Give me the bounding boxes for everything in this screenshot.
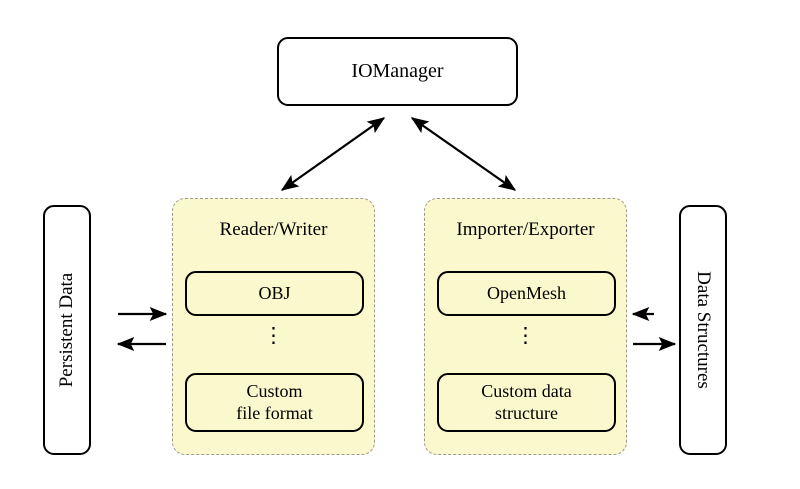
importer-exporter-ellipsis-icon: ⋮ — [515, 323, 536, 347]
data-structures-node[interactable]: Data Structures — [679, 205, 727, 455]
data-structures-label: Data Structures — [693, 271, 714, 389]
reader-writer-group-title: Reader/Writer — [219, 219, 328, 240]
reader-writer-group[interactable]: Reader/Writer OBJ ⋮ Custom file format — [172, 198, 375, 455]
custom-file-format-line2: file format — [236, 402, 313, 423]
openmesh-node[interactable]: OpenMesh — [437, 271, 616, 316]
io-manager-label: IOManager — [351, 59, 444, 82]
custom-file-format-label: Custom file format — [236, 381, 312, 425]
obj-node[interactable]: OBJ — [185, 271, 364, 316]
reader-writer-ellipsis-icon: ⋮ — [263, 323, 284, 347]
persistent-data-node[interactable]: Persistent Data — [43, 205, 91, 455]
importer-exporter-group[interactable]: Importer/Exporter OpenMesh ⋮ Custom data… — [424, 198, 627, 455]
custom-data-structure-line1: Custom data — [481, 380, 572, 401]
custom-file-format-node[interactable]: Custom file format — [185, 373, 364, 432]
obj-node-label: OBJ — [258, 282, 291, 303]
importer-exporter-group-title: Importer/Exporter — [456, 219, 595, 240]
arrow-manager-importer-exporter — [410, 117, 517, 191]
openmesh-node-label: OpenMesh — [487, 282, 566, 303]
persistent-data-label: Persistent Data — [56, 272, 77, 388]
custom-data-structure-label: Custom data structure — [481, 381, 572, 425]
arrow-manager-reader-writer — [280, 117, 386, 191]
custom-data-structure-node[interactable]: Custom data structure — [437, 373, 616, 432]
io-manager-node[interactable]: IOManager — [277, 37, 518, 106]
custom-data-structure-line2: structure — [495, 402, 558, 423]
custom-file-format-line1: Custom — [246, 380, 303, 401]
